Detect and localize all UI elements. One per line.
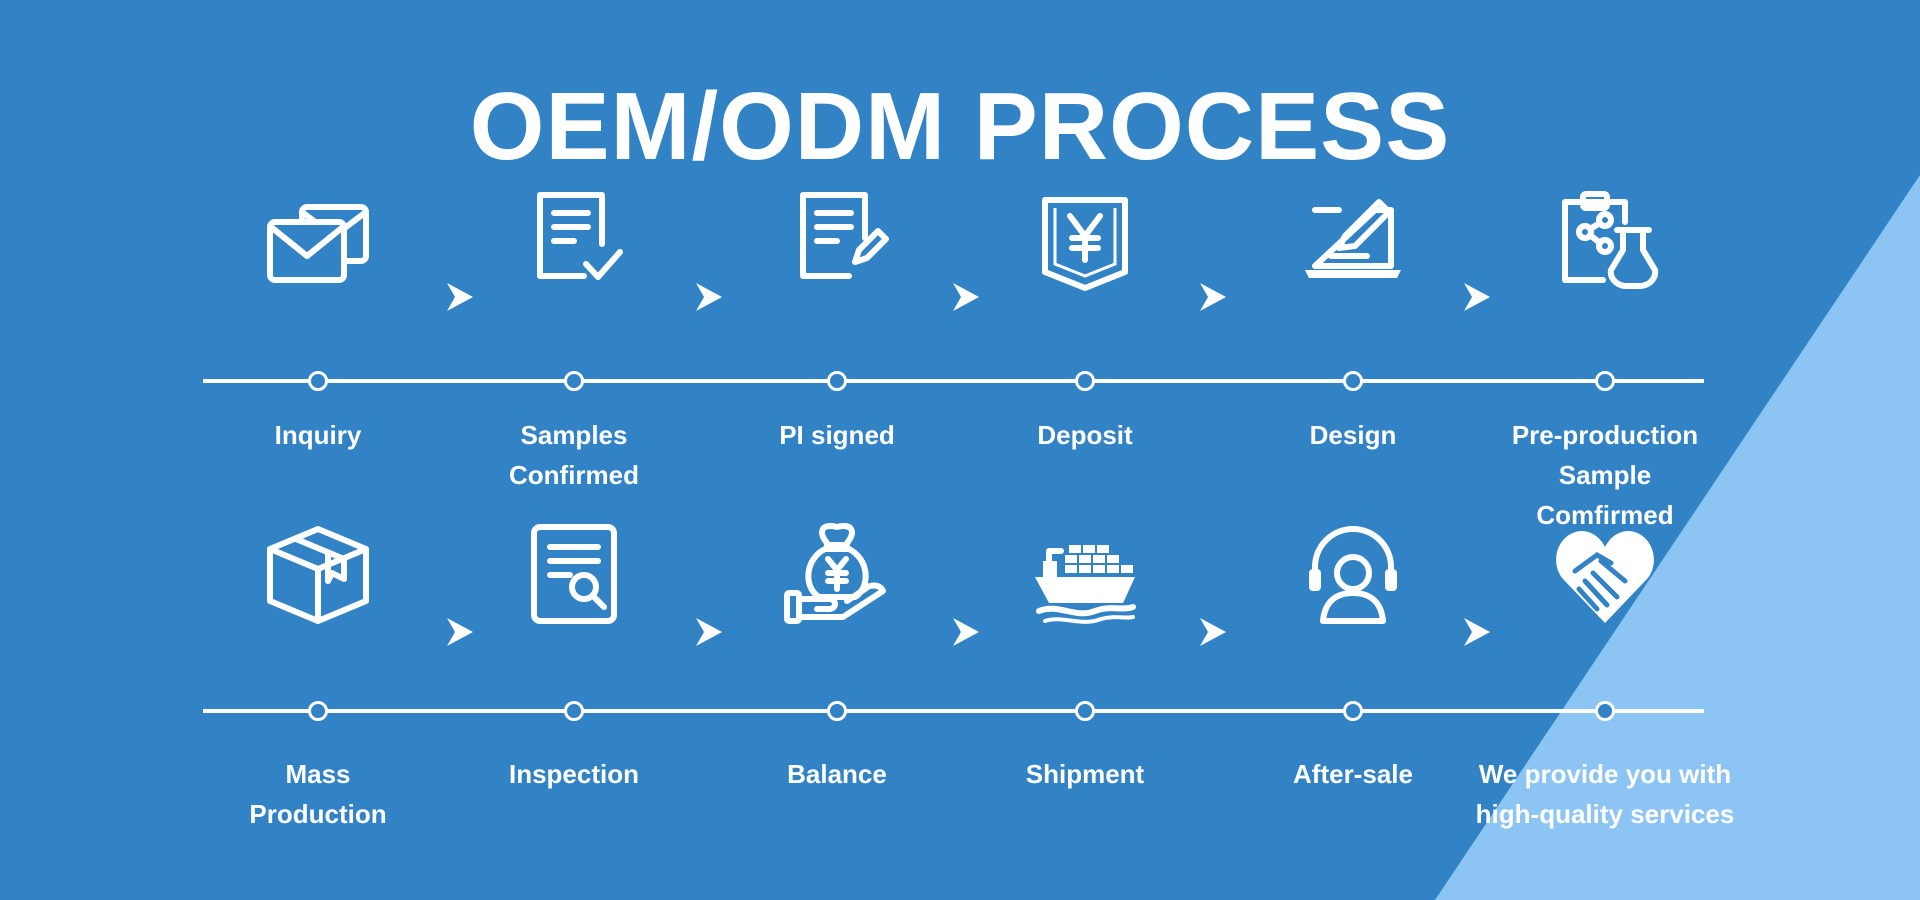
chevron-right-icon (694, 616, 724, 648)
step-label-line: Mass (285, 759, 351, 789)
step-label-line: Inquiry (274, 420, 362, 450)
cargo-ship-icon-graphic (1035, 545, 1136, 624)
envelopes-icon-graphic (267, 204, 369, 283)
step-label-line: Confirmed (509, 460, 639, 490)
timeline-node (1595, 701, 1615, 721)
step-label-line: Samples (520, 420, 628, 450)
laptop-design-icon (1293, 180, 1413, 300)
step-label-line: Deposit (1037, 420, 1133, 450)
step-label: Inquiry (168, 415, 468, 455)
chevron-right-icon (951, 616, 981, 648)
cargo-ship-icon (1025, 515, 1145, 635)
chevron-right-icon (1462, 616, 1492, 648)
chevron-right-icon-graphic (696, 618, 722, 646)
step-label-line: After-sale (1293, 759, 1413, 789)
chevron-right-icon-graphic (953, 283, 979, 311)
chevron-right-icon (445, 616, 475, 648)
chevron-right-icon-graphic (1464, 283, 1490, 311)
page-title: OEM/ODM PROCESS (469, 73, 1451, 180)
step-label-line: Pre-production (1511, 420, 1699, 450)
step-label-line: Inspection (508, 759, 639, 789)
step-label: Balance (687, 754, 987, 794)
timeline-line (203, 379, 1704, 383)
box-icon (258, 515, 378, 635)
chevron-right-icon (445, 281, 475, 313)
step-label: We provide you with high-quality services (1455, 754, 1755, 834)
document-search-icon (514, 515, 634, 635)
money-bag-hand-icon-graphic (784, 523, 886, 624)
timeline-node (1343, 371, 1363, 391)
laptop-design-icon-graphic (1305, 199, 1401, 278)
timeline-node (1075, 701, 1095, 721)
money-bag-hand-icon (777, 515, 897, 635)
chevron-right-icon-graphic (447, 618, 473, 646)
step-label-line: high-quality services (1475, 799, 1735, 829)
timeline-node (308, 371, 328, 391)
timeline-node (827, 701, 847, 721)
chevron-right-icon-graphic (447, 283, 473, 311)
headset-support-icon-graphic (1309, 526, 1397, 624)
step-label: After-sale (1203, 754, 1503, 794)
chevron-right-icon-graphic (1200, 283, 1226, 311)
step-label: Design (1203, 415, 1503, 455)
chevron-right-icon (1198, 281, 1228, 313)
timeline-line (203, 709, 1704, 713)
step-label-line: Balance (787, 759, 887, 789)
timeline-node (827, 371, 847, 391)
chevron-right-icon (1198, 616, 1228, 648)
step-label-line: Design (1309, 420, 1397, 450)
clipboard-flask-icon (1545, 180, 1665, 300)
document-search-icon-graphic (531, 524, 617, 624)
chevron-right-icon (1462, 281, 1492, 313)
document-check-icon (514, 180, 634, 300)
timeline-node (308, 701, 328, 721)
chevron-right-icon (951, 281, 981, 313)
chevron-right-icon-graphic (1464, 618, 1490, 646)
yen-deposit-icon-graphic (1042, 197, 1128, 291)
headset-support-icon (1293, 515, 1413, 635)
heart-handshake-icon-graphic (1556, 531, 1654, 623)
timeline-node (1075, 371, 1095, 391)
step-label: Inspection (424, 754, 724, 794)
yen-deposit-icon (1025, 180, 1145, 300)
chevron-right-icon (694, 281, 724, 313)
document-check-icon-graphic (537, 192, 623, 280)
document-signed-icon-graphic (800, 192, 889, 279)
envelopes-icon (258, 180, 378, 300)
chevron-right-icon-graphic (953, 618, 979, 646)
clipboard-flask-icon-graphic (1562, 191, 1659, 289)
accent-triangle (1435, 175, 1920, 900)
step-label-line: Sample (1558, 460, 1652, 490)
timeline-node (1595, 371, 1615, 391)
step-label: PI signed (687, 415, 987, 455)
timeline-node (564, 371, 584, 391)
timeline-node (564, 701, 584, 721)
step-label-line: Shipment (1025, 759, 1145, 789)
chevron-right-icon-graphic (696, 283, 722, 311)
step-label: Shipment (935, 754, 1235, 794)
step-label: Deposit (935, 415, 1235, 455)
heart-handshake-icon (1545, 515, 1665, 635)
box-icon-graphic (267, 526, 369, 624)
step-label-line: We provide you with (1478, 759, 1732, 789)
timeline-node (1343, 701, 1363, 721)
chevron-right-icon-graphic (1200, 618, 1226, 646)
step-label-line: Production (249, 799, 387, 829)
step-label-line: Comfirmed (1536, 500, 1674, 530)
document-signed-icon (777, 180, 897, 300)
step-label-line: PI signed (779, 420, 895, 450)
